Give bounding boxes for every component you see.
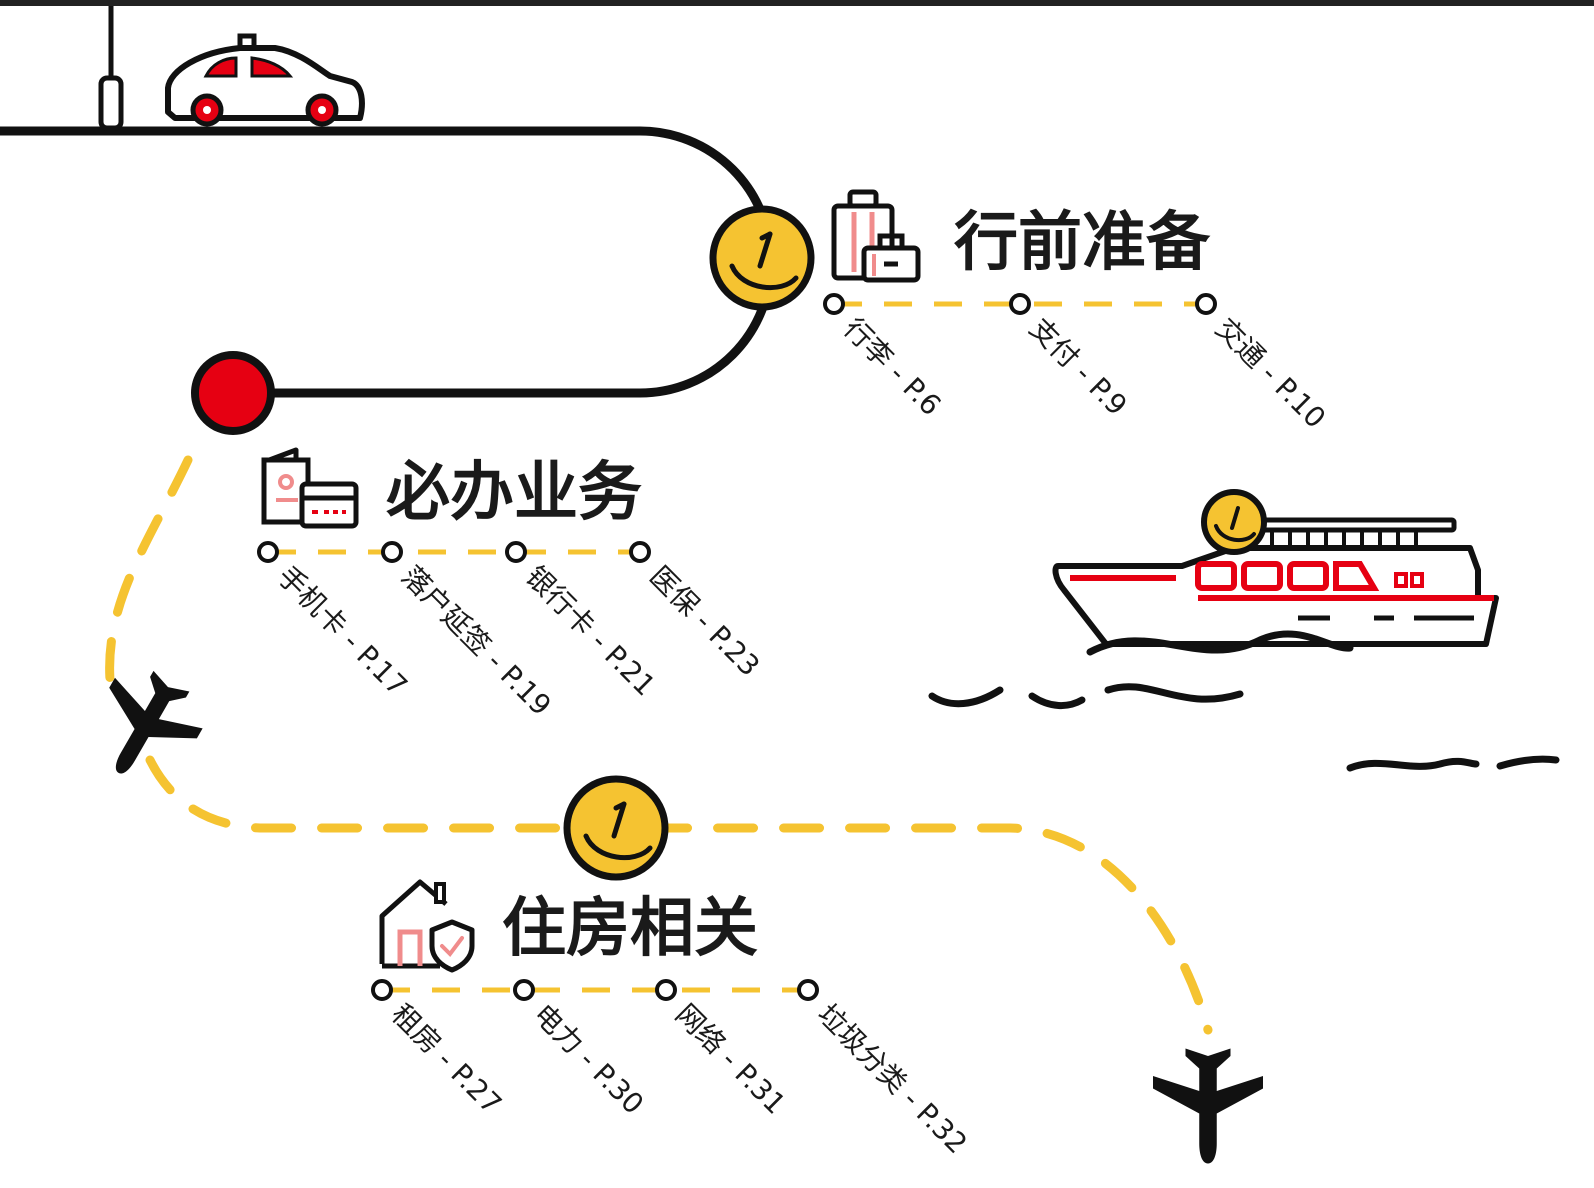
item-node [381, 541, 403, 563]
item-node [257, 541, 279, 563]
ferry-icon [1052, 489, 1499, 647]
item-node [1195, 293, 1217, 315]
item-node [629, 541, 651, 563]
airplane-icon [1153, 1048, 1263, 1164]
luggage-icon [831, 189, 921, 283]
item-node [823, 293, 845, 315]
item-link[interactable]: 支付 - P.9 [1023, 312, 1133, 422]
item-link[interactable]: 手机卡 - P.17 [271, 560, 414, 703]
waves-icon [928, 630, 1560, 772]
item-link[interactable]: 交通 - P.10 [1209, 312, 1332, 435]
section-title: 行前准备 [954, 206, 1211, 280]
item-link[interactable]: 垃圾分类 - P.32 [811, 998, 974, 1161]
item-link[interactable]: 医保 - P.23 [643, 560, 766, 683]
item-node [513, 979, 535, 1001]
id-card-icon [261, 447, 359, 529]
house-shield-icon [379, 879, 475, 973]
smiley-coin-icon [709, 205, 815, 311]
item-link[interactable]: 网络 - P.31 [669, 998, 792, 1121]
flight-route-dashed [105, 455, 1213, 1035]
smiley-coin-icon [563, 775, 669, 881]
top-border [0, 0, 1594, 6]
item-link[interactable]: 行李 - P.6 [837, 312, 947, 422]
street-lamp-icon [98, 6, 124, 131]
item-node [505, 541, 527, 563]
section-title: 必办业务 [386, 456, 642, 530]
item-link[interactable]: 电力 - P.30 [527, 998, 650, 1121]
item-node [1009, 293, 1031, 315]
road-path [0, 126, 776, 398]
item-node [371, 979, 393, 1001]
taxi-icon [165, 33, 365, 127]
airplane-icon [109, 670, 203, 774]
start-dot [191, 351, 275, 435]
item-node [797, 979, 819, 1001]
item-link[interactable]: 租房 - P.27 [385, 998, 508, 1121]
section-title: 住房相关 [502, 892, 758, 966]
item-node [655, 979, 677, 1001]
